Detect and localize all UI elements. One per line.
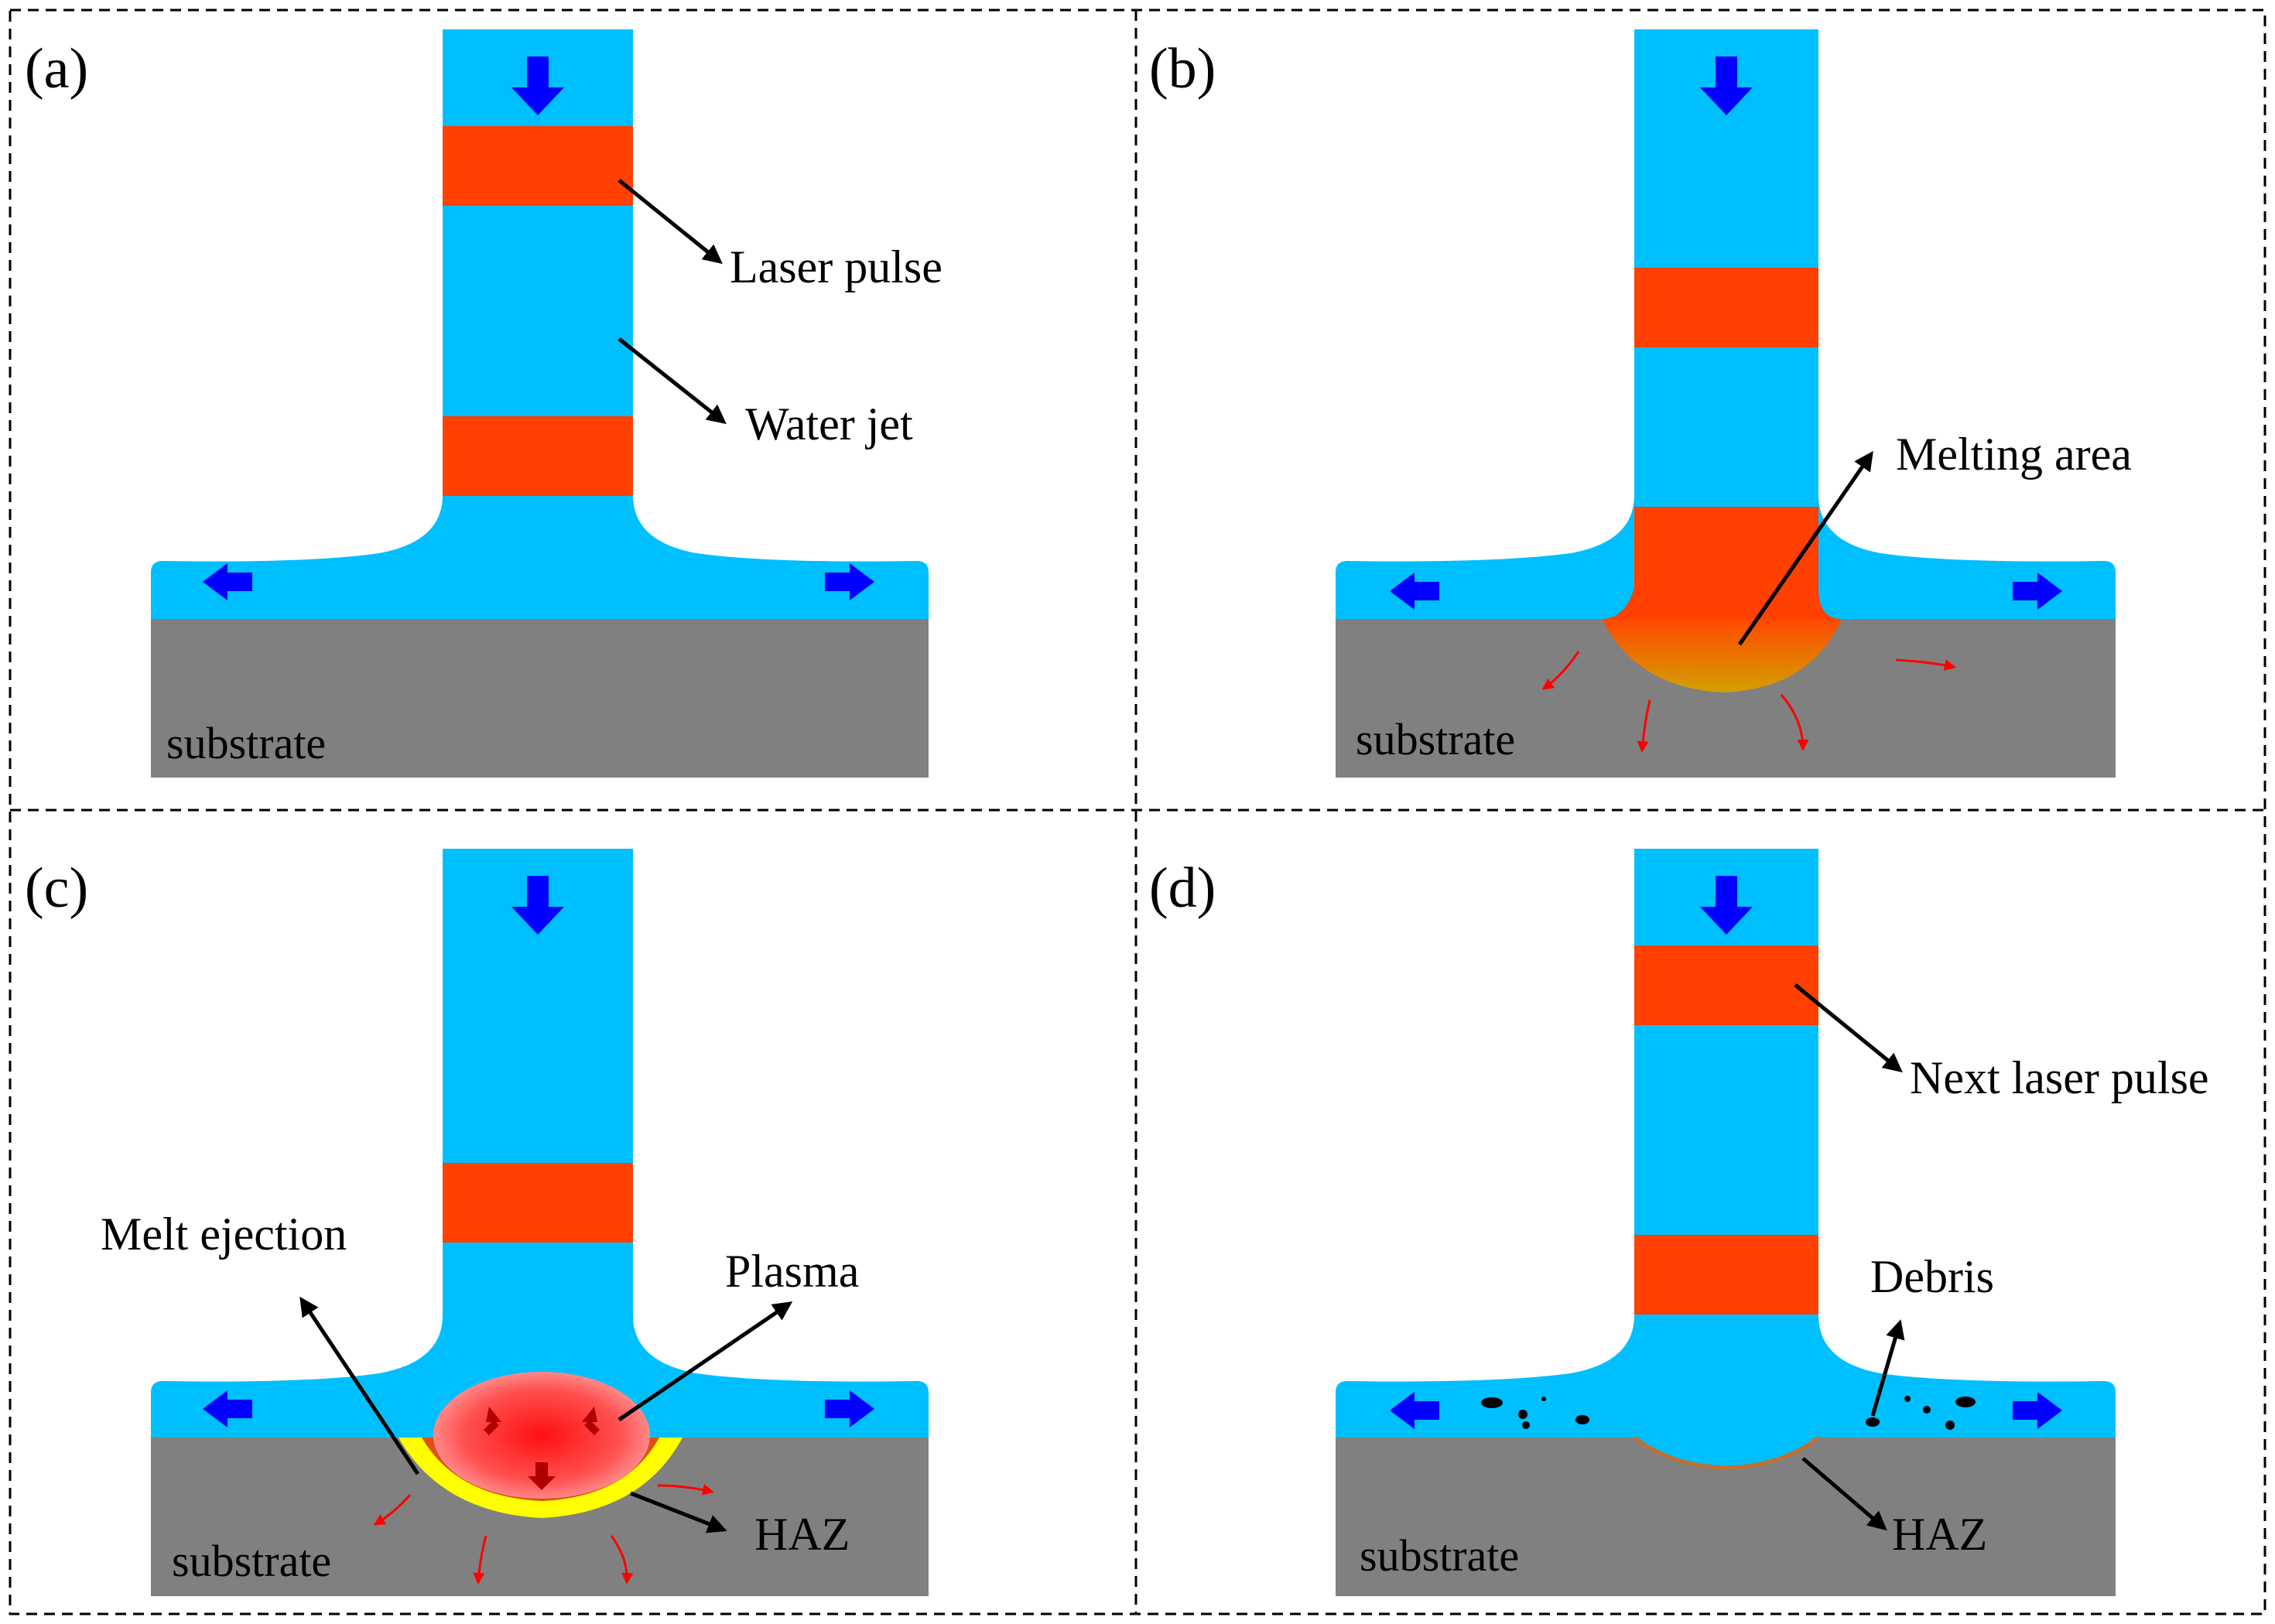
leader-line [1801, 1457, 1887, 1531]
leader-line [618, 179, 723, 265]
arrow-left-icon [1390, 1392, 1439, 1429]
water-jet [1336, 849, 2116, 1438]
debris-particles [1481, 1396, 1976, 1430]
callout-water-jet: Water jet [745, 398, 913, 450]
water-jet [151, 29, 929, 619]
heat-flow-arrows [373, 1484, 714, 1585]
particle-icon [1575, 1415, 1589, 1424]
curved-arrow-icon [473, 1535, 488, 1585]
callout-melt-ejection: Melt ejection [101, 1209, 347, 1260]
callout-laser-pulse: Laser pulse [730, 241, 942, 292]
leader-line [630, 1491, 727, 1533]
substrate-label: substrate [1356, 714, 1515, 764]
callout-debris: Debris [1870, 1251, 1994, 1302]
heat-flow-arrows [1541, 651, 1956, 753]
leader-line [1737, 450, 1873, 646]
water-jet [151, 849, 929, 1438]
arrow-right-icon [825, 563, 874, 600]
arrow-right-icon [825, 1390, 874, 1427]
arrow-left-icon [1390, 573, 1439, 610]
panel-label: (d) [1149, 856, 1216, 920]
curved-arrow-icon [1637, 699, 1651, 753]
leader-line [1870, 1319, 1905, 1417]
particle-icon [1866, 1417, 1880, 1427]
panel-label: (b) [1149, 37, 1216, 101]
panel-label: (c) [25, 856, 88, 920]
particle-icon [1518, 1410, 1528, 1419]
curved-arrow-icon [657, 1484, 714, 1496]
melt-pool [1602, 619, 1842, 692]
arrow-down-icon [511, 56, 564, 115]
leader-line [618, 1301, 793, 1422]
panel-frame [9, 9, 2266, 1615]
leader-line [299, 1296, 420, 1475]
laser-column-melting [1602, 507, 1842, 619]
substrate-label: substrate [172, 1536, 331, 1586]
callout-haz: HAZ [754, 1509, 850, 1560]
arrow-left-icon [203, 563, 252, 600]
laser-pulse [443, 1163, 633, 1243]
arrow-right-icon [2013, 1392, 2062, 1429]
arrow-down-icon [528, 1462, 556, 1490]
substrate-block [151, 619, 929, 778]
panel-d: (d) Next laser pulse Debris HAZ substrat… [1149, 849, 2209, 1596]
particle-icon [1945, 1421, 1955, 1430]
particle-icon [1904, 1396, 1911, 1402]
particle-icon [1955, 1397, 1976, 1407]
arrow-down-icon [1700, 876, 1753, 935]
curved-arrow-icon [373, 1494, 412, 1526]
panel-c: (c) Melt ejection Plasma HAZ substrate [25, 849, 929, 1596]
laser-pulse [1634, 945, 1818, 1025]
laser-pulse [443, 126, 633, 206]
particle-icon [1522, 1421, 1530, 1429]
curved-arrow-icon [1895, 658, 1956, 672]
plasma-expansion-arrows [484, 1407, 600, 1490]
callout-plasma: Plasma [725, 1246, 859, 1297]
callout-haz: HAZ [1892, 1509, 1987, 1560]
laser-pulse [1634, 1235, 1818, 1315]
arrow-up-right-icon [582, 1407, 600, 1435]
curved-arrow-icon [1541, 651, 1580, 690]
callout-next-laser-pulse: Next laser pulse [1910, 1052, 2209, 1103]
curved-arrow-icon [1780, 694, 1809, 751]
laser-pulse [1634, 268, 1818, 347]
crater [1633, 1436, 1820, 1470]
leader-line [1794, 983, 1903, 1073]
plasma-bubble [433, 1372, 650, 1499]
curved-arrow-icon [610, 1535, 634, 1585]
callout-melting-area: Melting area [1896, 429, 2132, 480]
substrate-label: substrate [1360, 1530, 1519, 1581]
panel-label: (a) [25, 37, 88, 101]
laser-pulse [443, 416, 633, 496]
leader-line [618, 337, 727, 425]
substrate-label: substrate [166, 718, 326, 768]
arrow-down-icon [511, 876, 564, 935]
panel-b: (b) Melting area substrate [1149, 29, 2132, 778]
arrow-right-icon [2013, 573, 2062, 610]
arrow-left-icon [203, 1390, 252, 1427]
particle-icon [1923, 1406, 1931, 1414]
arrow-up-left-icon [484, 1407, 501, 1435]
particle-icon [1481, 1397, 1503, 1408]
panel-a: (a) Laser pulse Water jet substrate [25, 29, 942, 778]
arrow-down-icon [1700, 56, 1753, 115]
particle-icon [1541, 1397, 1546, 1401]
